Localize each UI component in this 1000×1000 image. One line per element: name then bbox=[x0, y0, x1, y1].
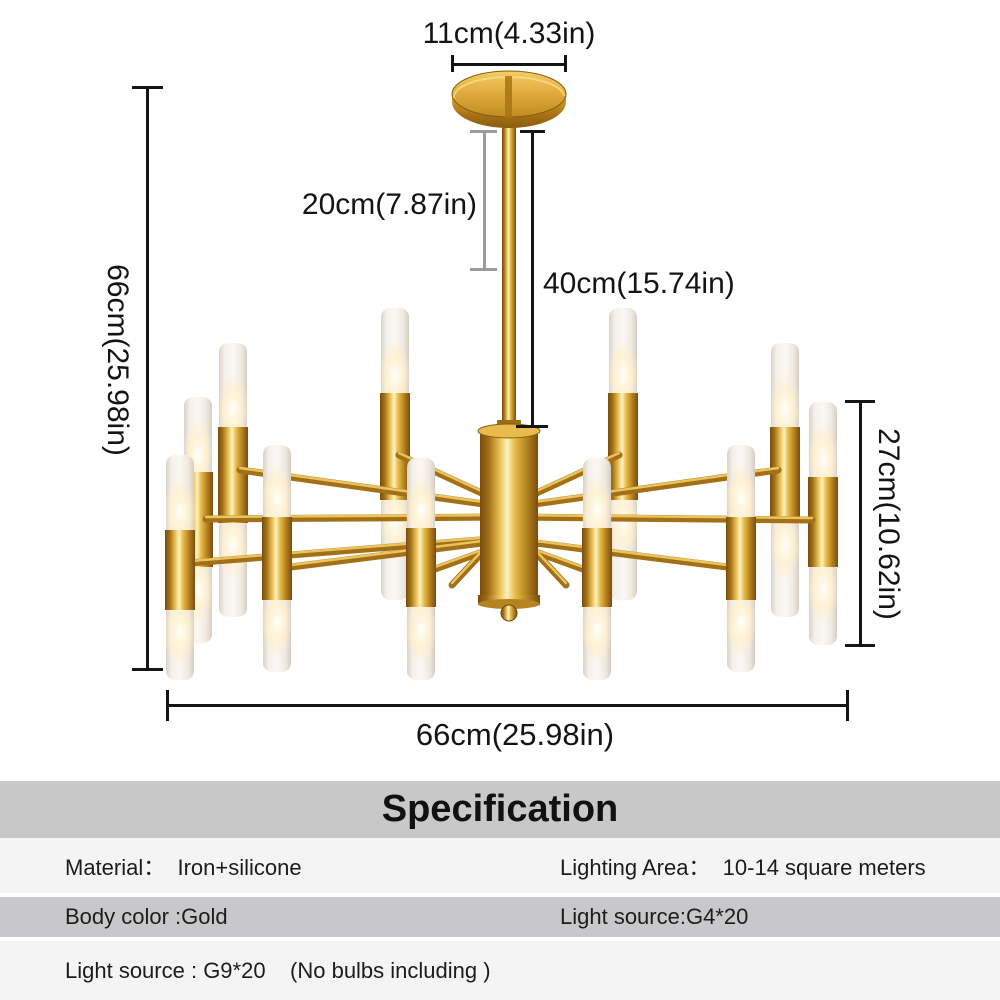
spec-cell-material: Material： Iron+silicone bbox=[65, 854, 302, 880]
dimension-tick bbox=[564, 55, 567, 72]
dimension-line bbox=[531, 130, 534, 428]
center-body bbox=[477, 420, 541, 622]
spec-cell-body-color: Body color :Gold bbox=[65, 904, 228, 929]
lamp-tubes-back bbox=[182, 308, 839, 645]
spec-table-header: Specification bbox=[0, 781, 1000, 838]
spec-table: Specification Material： Iron+silicone Li… bbox=[0, 781, 1000, 1000]
dimension-line bbox=[146, 87, 149, 671]
chandelier-illustration bbox=[164, 70, 839, 680]
dimension-label: 66cm(25.98in) bbox=[101, 264, 134, 456]
hanging-rod bbox=[502, 118, 516, 435]
dimension-line bbox=[859, 401, 862, 647]
dimension-label: 20cm(7.87in) bbox=[301, 188, 477, 221]
spec-cell-lighting-area: Lighting Area： 10-14 square meters bbox=[560, 854, 926, 880]
dimension-tick bbox=[132, 668, 163, 671]
dimension-line bbox=[452, 63, 566, 66]
dimension-label: 40cm(15.74in) bbox=[543, 267, 735, 300]
chandelier-stage: 11cm(4.33in) 20cm(7.87in) 40cm(15.74in) … bbox=[101, 17, 905, 752]
dimension-label: 27cm(10.62in) bbox=[872, 428, 905, 620]
spec-row-material: Material： Iron+silicone Lighting Area： 1… bbox=[0, 838, 1000, 893]
spec-cell-light-source-g4: Light source:G4*20 bbox=[560, 904, 749, 929]
dimension-line bbox=[483, 130, 486, 271]
dimension-line bbox=[167, 704, 848, 707]
ceiling-canopy bbox=[451, 70, 567, 128]
dimension-tick bbox=[516, 425, 548, 428]
lamp-tubes-front bbox=[164, 445, 757, 680]
spec-cell-light-source-g9: Light source : G9*20 (No bulbs including… bbox=[65, 957, 491, 983]
spec-row-light-source: Light source : G9*20 (No bulbs including… bbox=[0, 941, 1000, 1000]
dimension-tick bbox=[846, 690, 849, 721]
spec-table-title: Specification bbox=[381, 788, 619, 830]
body-finial-ball bbox=[500, 604, 518, 622]
spec-row-body-color: Body color :Gold Light source:G4*20 bbox=[0, 893, 1000, 941]
dimension-label: 11cm(4.33in) bbox=[422, 17, 596, 50]
dimension-tick bbox=[845, 644, 875, 647]
dimension-tick bbox=[470, 268, 497, 271]
dimension-label: 66cm(25.98in) bbox=[415, 717, 615, 752]
dimension-tick bbox=[451, 55, 454, 72]
